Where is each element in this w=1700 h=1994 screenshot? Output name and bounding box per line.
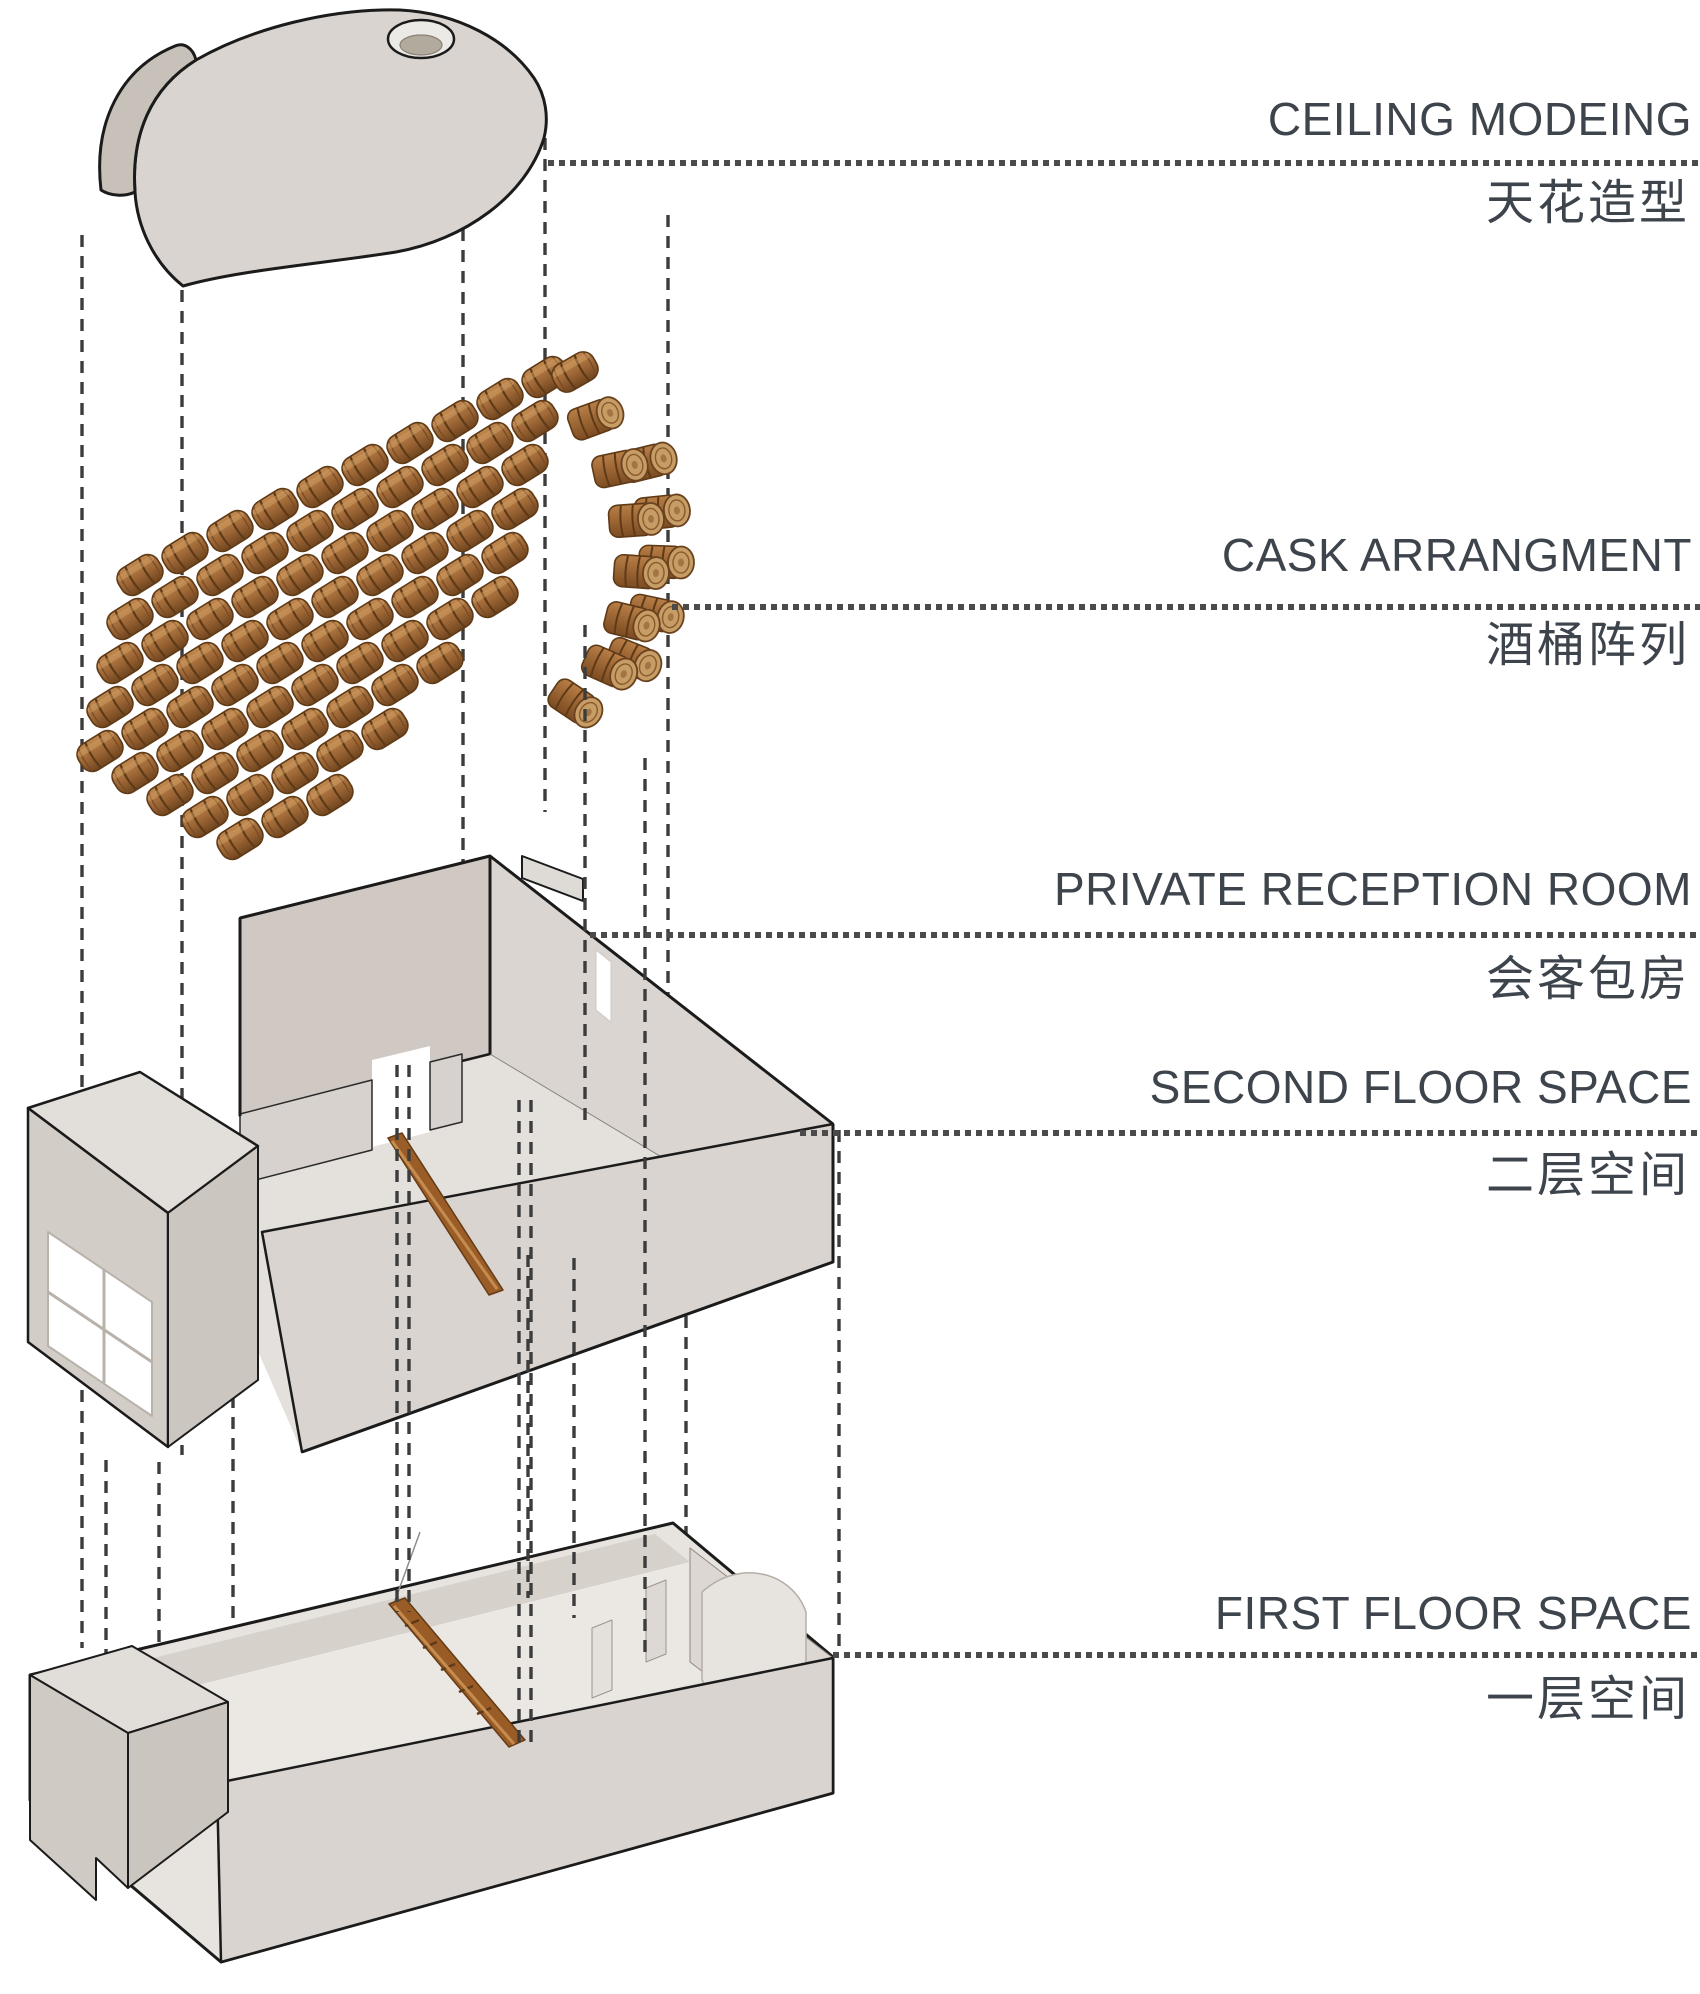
floor2-outline xyxy=(238,854,835,1454)
left-wing-window-mullions xyxy=(47,1270,153,1384)
wing1f-right-face xyxy=(127,1701,229,1889)
label-casks-zh: 酒桶阵列 xyxy=(1485,619,1690,672)
label-ceiling-zh: 天花造型 xyxy=(1485,177,1690,230)
wine-cask xyxy=(543,674,610,734)
label-second-floor-zh: 二层空间 xyxy=(1485,1149,1690,1202)
front-right-face-1f xyxy=(215,1656,835,1964)
leader-second-floor xyxy=(800,1130,1700,1136)
inner-back-wall xyxy=(64,1534,690,1710)
wine-cask xyxy=(589,445,652,491)
doorway-gap xyxy=(372,1046,430,1147)
label-first-floor-zh: 一层空间 xyxy=(1485,1673,1690,1726)
oculus-hole xyxy=(399,34,443,56)
door-slab xyxy=(645,1579,667,1663)
label-first-floor-en: FIRST FLOOR SPACE xyxy=(1214,1587,1692,1639)
wood-beam-highlight xyxy=(390,1140,499,1290)
pillar xyxy=(591,1619,613,1699)
wine-cask xyxy=(606,501,667,539)
cask-array xyxy=(71,346,696,866)
label-reception-en: PRIVATE RECEPTION ROOM xyxy=(1053,863,1692,915)
leader-reception xyxy=(590,932,1700,938)
second-floor-model xyxy=(26,854,835,1454)
wine-cask xyxy=(546,346,604,398)
right-wall-window-slit xyxy=(595,949,612,1023)
label-casks-en: CASK ARRANGMENT xyxy=(1221,529,1692,581)
mid-wall-right xyxy=(429,1053,463,1131)
wine-cask xyxy=(564,392,629,444)
inner-floor xyxy=(98,1562,798,1806)
label-ceiling-en: CEILING MODEING xyxy=(1267,93,1692,145)
leader-ceiling xyxy=(548,160,1700,166)
first-floor-model xyxy=(28,1521,835,1964)
left-wing-window xyxy=(47,1231,153,1417)
label-reception-zh: 会客包房 xyxy=(1485,953,1690,1006)
wine-cask xyxy=(611,553,672,591)
vault-arch-soffit xyxy=(98,43,198,197)
vault-sheet xyxy=(133,8,548,288)
leader-first-floor xyxy=(833,1652,1700,1658)
ceiling-model xyxy=(98,8,548,288)
wall-step-notch xyxy=(521,855,584,902)
left-wing-right-face xyxy=(167,1145,259,1448)
label-second-floor-en: SECOND FLOOR SPACE xyxy=(1149,1061,1692,1113)
wood-stair-highlight xyxy=(392,1605,516,1745)
leader-casks xyxy=(672,604,1700,610)
wood-stair xyxy=(388,1597,526,1748)
projection-lines-front xyxy=(395,625,647,1748)
